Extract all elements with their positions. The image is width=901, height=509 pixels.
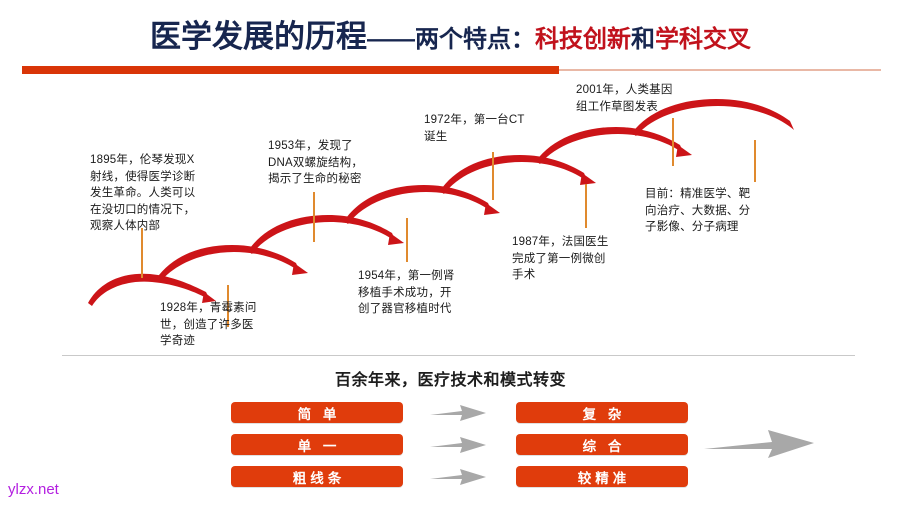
tick-1954 — [406, 218, 408, 262]
page-title-highlight-1: 科技创新 — [535, 26, 631, 53]
note-1928: 1928年，青霉素问 世，创造了许多医 学奇迹 — [160, 302, 257, 347]
note-1972: 1972年，第一台CT 诞生 — [424, 114, 525, 143]
header-rule-thin — [559, 69, 881, 71]
page-title-highlight-2: 学科交叉 — [655, 26, 751, 53]
page-title-main: 医学发展的历程 — [150, 19, 367, 54]
note-1987: 1987年，法国医生 完成了第一例微创 手术 — [512, 236, 609, 281]
timeline-arc-group — [88, 99, 794, 306]
transition-arrow-icon-1 — [430, 405, 486, 421]
transition-arrow-icon-2 — [430, 437, 486, 453]
timeline-arc-7 — [632, 99, 794, 136]
page-title: 医学发展的历程——两个特点：科技创新和学科交叉 — [150, 20, 751, 57]
timeline-arc-4 — [344, 185, 492, 224]
timeline-arc-3 — [248, 215, 396, 254]
page-title-dash: —— — [367, 26, 415, 53]
note-1954: 1954年，第一例肾 移植手术成功，开 创了器官移植时代 — [358, 270, 455, 315]
pill-to-2: 综 合 — [516, 434, 688, 455]
pill-from-1: 简 单 — [231, 402, 403, 423]
timeline-arc-1b — [202, 292, 216, 303]
transition-arrow-icon-3 — [430, 469, 486, 485]
page-title-subtitle: 两个特点： — [415, 26, 535, 53]
timeline-curve-graphic — [88, 99, 794, 306]
timeline-arc-2 — [156, 245, 300, 282]
timeline-arc-6b — [676, 145, 692, 157]
watermark: ylzx.net — [8, 481, 59, 498]
timeline-arc-5 — [440, 155, 588, 194]
pill-from-3: 粗线条 — [231, 466, 403, 487]
pill-to-1: 复 杂 — [516, 402, 688, 423]
bottom-section-title: 百余年来，医疗技术和模式转变 — [334, 372, 566, 389]
tick-1895 — [141, 228, 143, 278]
note-2001: 2001年，人类基因 组工作草图发表 — [576, 84, 673, 113]
timeline-arc-5b — [580, 173, 596, 185]
timeline-arc-3b — [388, 233, 404, 245]
header-rule-thick — [22, 66, 559, 74]
timeline-arc-6 — [536, 127, 684, 164]
tick-1953 — [313, 192, 315, 242]
tick-1928 — [227, 285, 229, 327]
note-1953: 1953年，发现了 DNA双螺旋结构， 揭示了生命的秘密 — [268, 140, 364, 185]
pill-to-3: 较精准 — [516, 466, 688, 487]
section-divider — [62, 355, 855, 356]
pill-from-2: 单 一 — [231, 434, 403, 455]
tick-2001 — [672, 118, 674, 166]
tick-1987 — [585, 184, 587, 228]
timeline-arc-4b — [484, 203, 500, 215]
timeline-arc-1 — [88, 273, 210, 306]
note-1895: 1895年，伦琴发现X 射线，使得医学诊断 发生革命。人类可以 在没切口的情况下… — [90, 154, 196, 232]
tick-present — [754, 140, 756, 182]
note-present: 目前：精准医学、靶 向治疗、大数据、分 子影像、分子病理 — [645, 188, 751, 233]
page-title-conjunction: 和 — [631, 26, 655, 53]
summary-arrow-icon — [704, 430, 814, 458]
timeline-arc-2b — [292, 263, 308, 275]
tick-1972 — [492, 152, 494, 200]
